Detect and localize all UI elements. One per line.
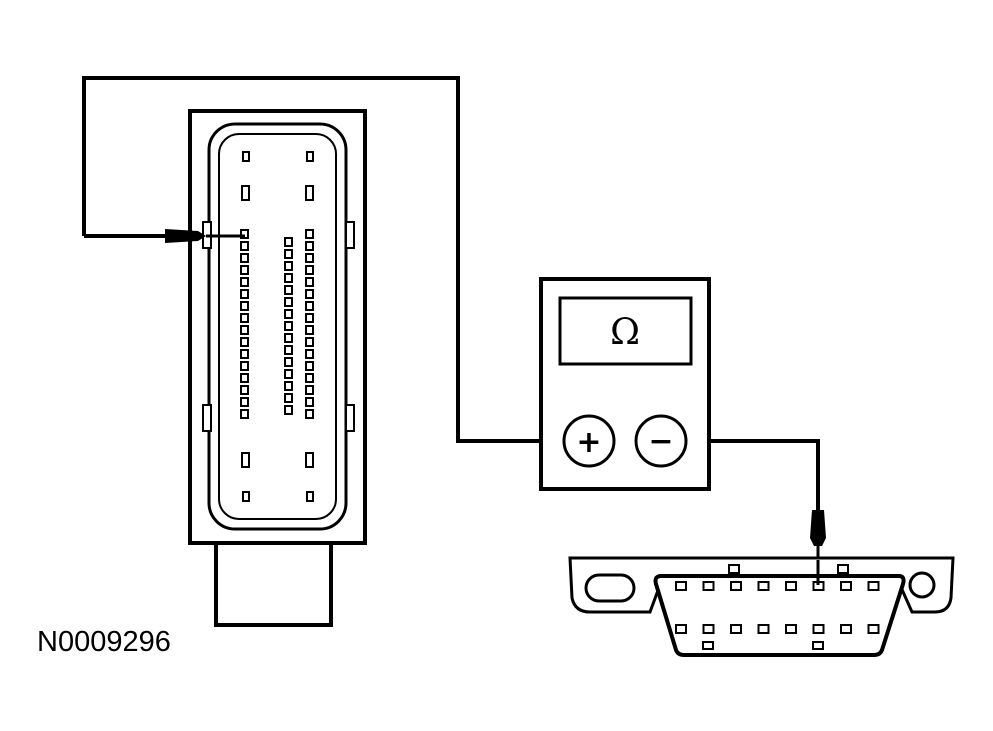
- data-link-connector: [568, 556, 955, 657]
- positive-terminal-label: +: [576, 425, 601, 460]
- pin-cavity: [305, 349, 314, 359]
- pin-cavity: [284, 357, 293, 367]
- pin-cavity: [241, 185, 250, 201]
- pin-cavity: [284, 285, 293, 295]
- pin-cavity: [867, 581, 880, 591]
- pin-cavity: [305, 373, 314, 383]
- dlc-mount-slot: [584, 573, 636, 603]
- pin-cavity: [730, 624, 742, 634]
- pin-cavity: [284, 345, 293, 355]
- pin-cavity: [305, 229, 314, 239]
- pin-cavity: [240, 349, 249, 359]
- pin-cavity: [305, 337, 314, 347]
- pin-cavity: [867, 624, 880, 634]
- pin-cavity: [305, 409, 314, 419]
- pin-cavity: [240, 337, 249, 347]
- pin-cavity: [730, 581, 742, 591]
- positive-terminal: [562, 414, 616, 468]
- test-probe: [84, 229, 245, 243]
- pin-cavity: [240, 325, 249, 335]
- pin-cavity: [305, 301, 314, 311]
- pin-cavity: [284, 333, 293, 343]
- pin-cavity: [284, 237, 293, 247]
- dlc-pin-cavities: [675, 581, 880, 634]
- negative-terminal: [634, 414, 688, 468]
- wire-meter-negative-to-dlc: [686, 439, 820, 510]
- pin-cavity: [240, 397, 249, 407]
- pin-cavity: [284, 249, 293, 259]
- pin-cavity: [675, 581, 687, 591]
- pin-cavity: [284, 321, 293, 331]
- connector-tab: [214, 541, 333, 627]
- pin-cavity: [305, 241, 314, 251]
- pin-cavity: [305, 185, 314, 201]
- figure-id: N0009296: [37, 626, 171, 658]
- pin-cavity: [242, 151, 250, 162]
- pin-cavity: [305, 265, 314, 275]
- module-connector: [188, 109, 367, 627]
- pin-cavity: [840, 624, 852, 634]
- pin-cavity: [284, 297, 293, 307]
- connector-shroud: [207, 122, 348, 531]
- pin-cavity: [305, 325, 314, 335]
- pin-cavity: [305, 253, 314, 263]
- pin-cavity: [241, 452, 250, 468]
- pin-cavity: [284, 393, 293, 403]
- connector-latch: [345, 221, 355, 249]
- ohm-symbol: Ω: [610, 312, 640, 353]
- wire-probe-to-meter-positive: [82, 76, 566, 443]
- dlc-body: [653, 574, 906, 657]
- pin-cavity: [840, 581, 852, 591]
- pin-cavity: [240, 229, 249, 239]
- pin-cavity: [785, 624, 797, 634]
- pin-cavity: [305, 397, 314, 407]
- pin-cavity: [305, 277, 314, 287]
- pin-cavity: [305, 361, 314, 371]
- pin-cavity: [812, 624, 825, 634]
- connector-latch: [345, 404, 355, 432]
- pin-cavity: [240, 385, 249, 395]
- pin-cavity: [306, 491, 314, 502]
- pin-cavity: [306, 151, 314, 162]
- pin-cavity: [240, 289, 249, 299]
- pin-cavity: [284, 309, 293, 319]
- pin-cavity: [240, 313, 249, 323]
- pin-cavity: [284, 405, 293, 415]
- dlc-mount-hole: [908, 571, 936, 599]
- ohmmeter-display: [558, 296, 693, 366]
- pin-cavity: [757, 581, 770, 591]
- pin-cavity: [240, 253, 249, 263]
- pin-cavity: [757, 624, 770, 634]
- pin-cavity: [284, 369, 293, 379]
- pin-cavity: [240, 277, 249, 287]
- connector-pin-cavities: [240, 151, 314, 502]
- pin-cavity: [305, 289, 314, 299]
- pin-cavity: [675, 624, 687, 634]
- pin-cavity: [240, 373, 249, 383]
- pin-cavity: [240, 409, 249, 419]
- pin-cavity: [284, 261, 293, 271]
- pin-cavity: [702, 624, 715, 634]
- pin-cavity: [242, 491, 250, 502]
- pin-cavity: [305, 313, 314, 323]
- pin-cavity: [240, 265, 249, 275]
- pin-cavity: [284, 273, 293, 283]
- pin-cavity: [305, 385, 314, 395]
- pin-cavity: [305, 452, 314, 468]
- pin-cavity: [284, 381, 293, 391]
- negative-terminal-label: −: [648, 424, 673, 459]
- pin-cavity: [240, 361, 249, 371]
- pin-cavity: [785, 581, 797, 591]
- pin-cavity: [240, 301, 249, 311]
- pin-cavity: [240, 241, 249, 251]
- pin-cavity: [702, 581, 715, 591]
- connector-latch: [202, 404, 212, 432]
- connector-housing: [188, 109, 367, 545]
- ohmmeter: Ω + −: [539, 277, 711, 491]
